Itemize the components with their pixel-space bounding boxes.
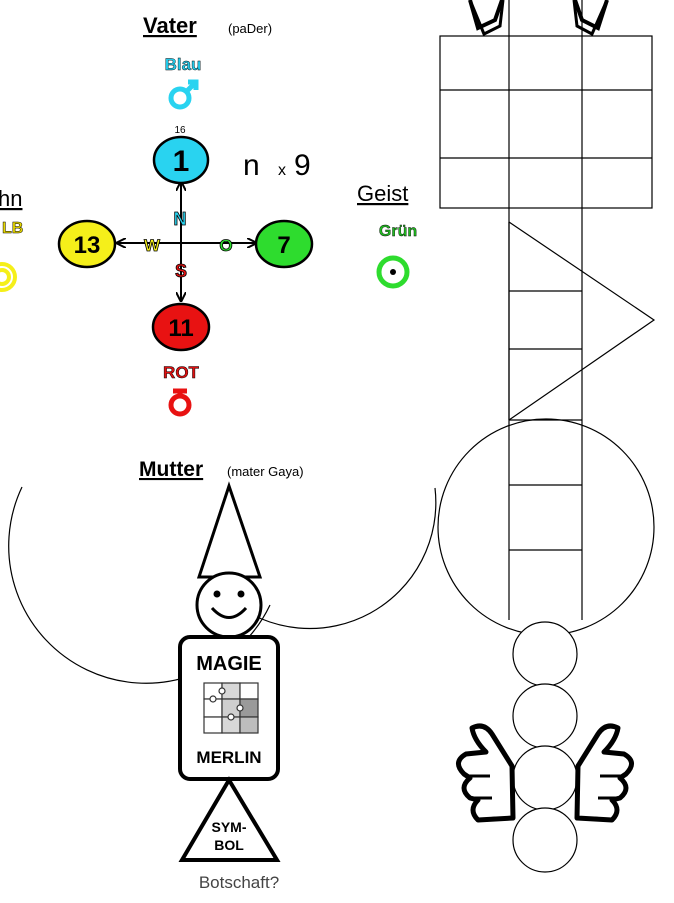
east-value: 7	[277, 232, 290, 259]
male-symbol-icon	[168, 79, 199, 110]
sohn-label: hn	[0, 186, 22, 211]
ladder	[508, 208, 656, 620]
dir-w: W	[144, 236, 161, 255]
symbol-triangle	[178, 776, 281, 862]
sohn-color-name: LB	[2, 220, 23, 237]
female-symbol-icon	[168, 388, 192, 417]
big-circle	[437, 418, 655, 636]
mutter-sub: (mater Gaya)	[227, 464, 304, 479]
sohn-symbol-icon	[0, 262, 17, 292]
vater-sub: (paDer)	[228, 21, 272, 36]
symbol-line1: SYM-	[212, 819, 247, 835]
symbol-line2: BOL	[214, 837, 244, 853]
vater-color-name: Blau	[165, 55, 202, 74]
smiley-face-icon	[195, 571, 263, 639]
east-node	[254, 219, 314, 269]
puzzle-icon	[203, 682, 259, 734]
dir-s: S	[175, 261, 187, 281]
wizard-hat	[196, 481, 263, 579]
south-node	[151, 302, 211, 352]
south-value: 11	[168, 315, 193, 342]
geist-label: Geist	[357, 181, 408, 206]
west-value: 13	[74, 232, 101, 259]
botschaft-question: Botschaft?	[199, 873, 279, 892]
formula-nine: 9	[294, 149, 311, 182]
compass-top-small: 16	[174, 125, 186, 136]
right-arc	[229, 487, 437, 630]
stacked-circles	[512, 621, 578, 873]
figure-body-top: MAGIE	[196, 653, 262, 675]
figure-body-bottom: MERLIN	[196, 748, 261, 767]
thumbs-up-left-icon	[456, 723, 516, 823]
geist-symbol-icon	[376, 255, 410, 289]
mutter-color-name: ROT	[163, 363, 200, 382]
top-hands-icon	[468, 0, 609, 37]
formula-n: n	[243, 149, 260, 182]
west-node	[57, 219, 117, 269]
upper-grid	[439, 0, 653, 209]
thumbs-up-right-icon	[574, 723, 634, 823]
vater-label: Vater	[143, 13, 197, 38]
north-node	[152, 135, 210, 185]
north-value: 1	[173, 145, 190, 178]
dir-o: O	[219, 236, 232, 255]
mutter-label: Mutter	[139, 458, 203, 481]
dir-n: N	[174, 209, 187, 229]
formula-x: x	[278, 162, 286, 179]
geist-color-name: Grün	[379, 223, 417, 240]
